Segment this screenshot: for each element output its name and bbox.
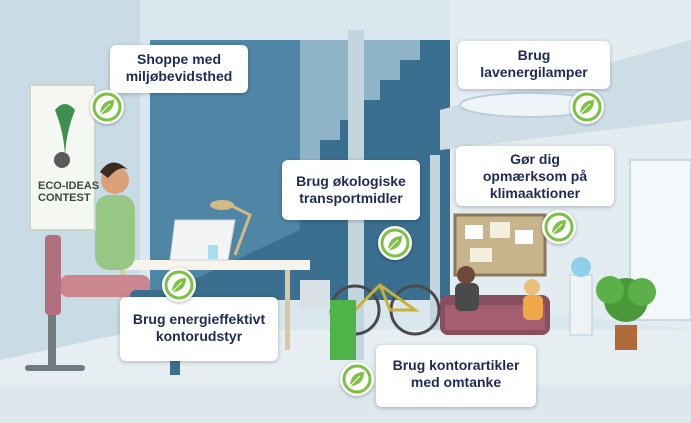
leaf-icon xyxy=(340,362,374,396)
callout-shop: Shoppe med miljøbevidsthed xyxy=(110,45,248,93)
leaf-icon xyxy=(378,226,412,260)
callout-supplies: Brug kontorartikler med omtanke xyxy=(376,345,536,407)
callout-climate: Gør dig opmærksom på klimaaktioner xyxy=(456,146,614,206)
callout-transport: Brug økologiske transportmidler xyxy=(282,160,420,220)
leaf-icon xyxy=(90,90,124,124)
poster-line-2: CONTEST xyxy=(38,192,91,204)
callout-equipment: Brug energieffektivt kontorudstyr xyxy=(120,297,278,361)
poster-line-1: ECO-IDEAS xyxy=(38,180,100,192)
leaf-icon xyxy=(542,210,576,244)
leaf-icon xyxy=(162,268,196,302)
poster-text: ECO-IDEAS CONTEST xyxy=(38,180,99,204)
leaf-icon xyxy=(570,90,604,124)
callout-lamps: Brug lavenergilamper xyxy=(458,41,610,89)
